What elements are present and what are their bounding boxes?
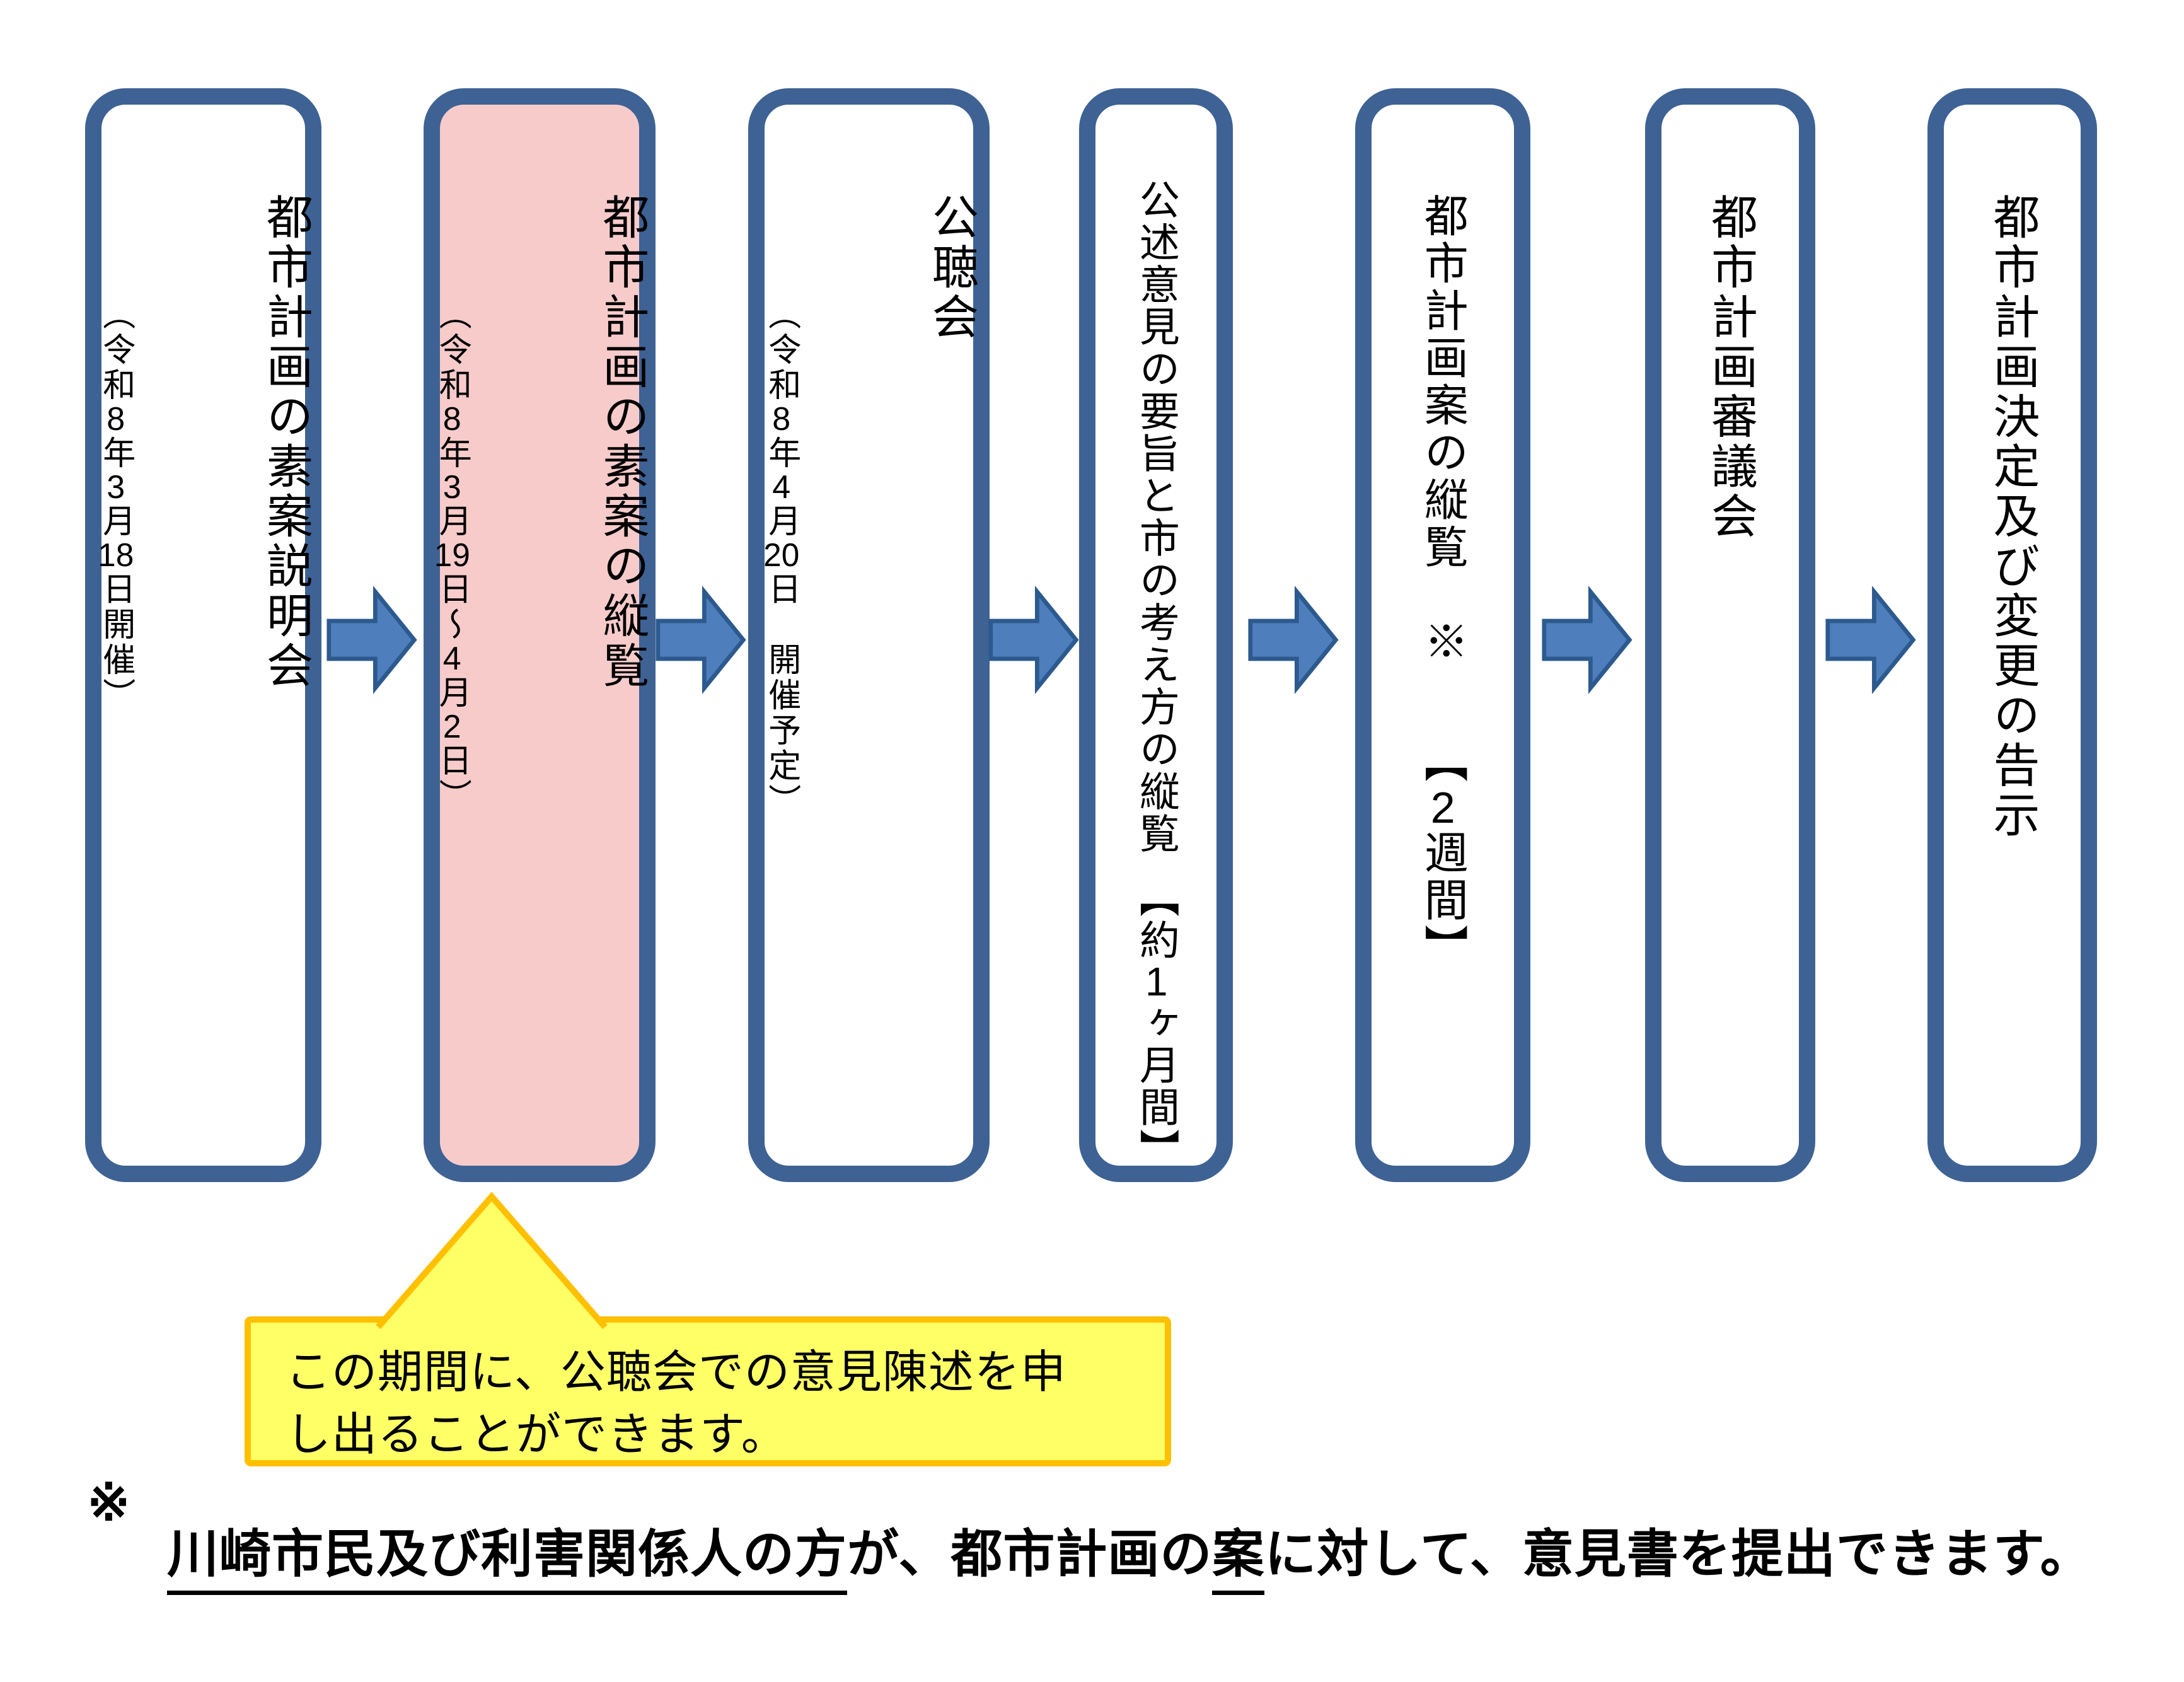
callout-pointer-icon xyxy=(376,1192,608,1330)
step-date: （令和8年4月20日 開催予定） xyxy=(763,297,800,819)
step-title: 都市計画決定及び変更の告示 xyxy=(1986,193,2039,840)
step-title: 公聴会 xyxy=(925,193,978,342)
step-box-decision-notice: 都市計画決定及び変更の告示 xyxy=(1927,88,2097,1182)
footnote-segment: 川崎市民及び利害関係人の方 xyxy=(167,1526,848,1595)
flow-arrow-icon xyxy=(1248,585,1339,695)
footnote: 川崎市民及び利害関係人の方が、都市計画の案に対して、意見書を提出できます。 xyxy=(167,1512,2093,1595)
step-box-planning-council: 都市計画審議会 xyxy=(1645,88,1815,1182)
footnote-segment: が、都市計画の xyxy=(847,1526,1213,1583)
step-title: 都市計画の素案の縦覧 xyxy=(596,193,649,691)
footnote-segment: に対して、意見書を提出できます。 xyxy=(1264,1526,2093,1583)
step-box-plan-draft-briefing: 都市計画の素案説明会 （令和8年3月18日開催） xyxy=(85,88,321,1182)
step-box-public-hearing: 公聴会 （令和8年4月20日 開催予定） xyxy=(748,88,990,1182)
step-date: （令和8年3月18日開催） xyxy=(97,297,134,713)
callout-bubble: この期間に、公聴会での意見陳述を申 し出ることができます。 xyxy=(245,1316,1171,1466)
step-date: （令和8年3月19日～4月2日） xyxy=(434,297,471,814)
step-box-plan-proposal-inspection: 都市計画案の縦覧 ※ 【2週間】 xyxy=(1355,88,1530,1182)
footnote-segment: 案 xyxy=(1212,1526,1265,1595)
flow-arrow-icon xyxy=(656,585,746,695)
step-box-draft-inspection-highlighted: 都市計画の素案の縦覧 （令和8年3月19日～4月2日） xyxy=(424,88,656,1182)
callout-line: この期間に、公聴会での意見陳述を申 xyxy=(286,1347,1066,1398)
flow-arrow-icon xyxy=(1825,585,1916,695)
step-title: 都市計画審議会 xyxy=(1704,193,1757,542)
step-title: 公述意見の要旨と市の考え方の縦覧 【約1ヶ月間】 xyxy=(1133,179,1179,1171)
flow-arrow-icon xyxy=(326,585,417,695)
step-title: 都市計画案の縦覧 ※ 【2週間】 xyxy=(1418,193,1468,972)
flow-arrow-icon xyxy=(988,585,1079,695)
step-box-opinion-summary-inspection: 公述意見の要旨と市の考え方の縦覧 【約1ヶ月間】 xyxy=(1079,88,1233,1182)
step-title: 都市計画の素案説明会 xyxy=(260,193,313,691)
reference-mark: ※ xyxy=(87,1474,130,1531)
callout-line: し出ることができます。 xyxy=(286,1410,787,1461)
flow-arrow-icon xyxy=(1542,585,1632,695)
